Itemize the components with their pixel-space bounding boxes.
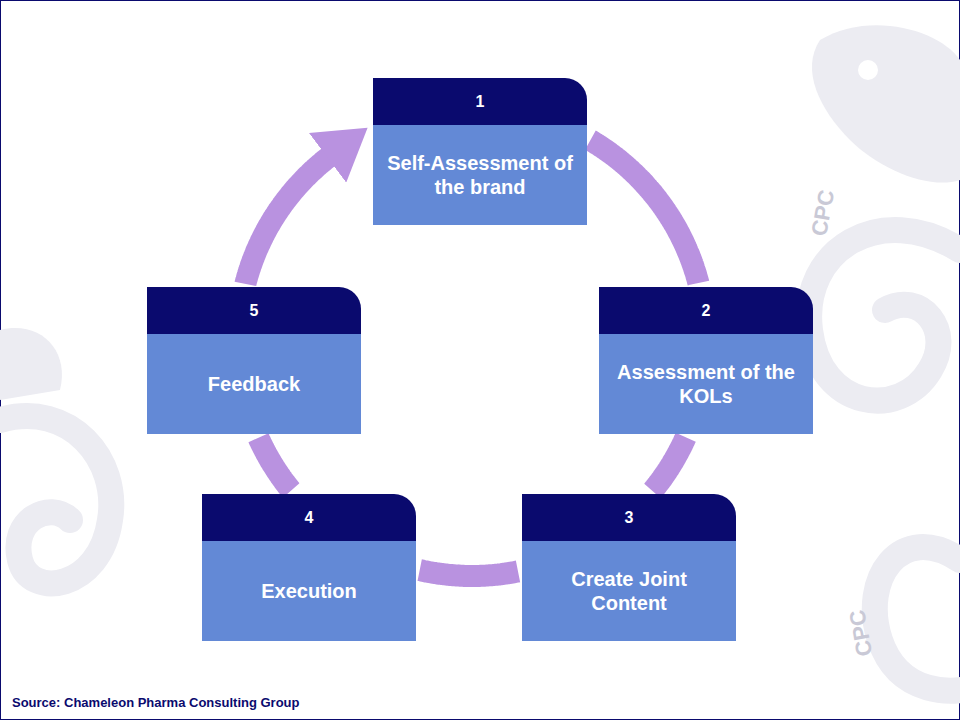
step-box: 1Self-Assessment of the brand (373, 78, 587, 225)
step-title: Assessment of the KOLs (611, 360, 801, 408)
step-box: 5Feedback (147, 287, 361, 434)
step-body: Self-Assessment of the brand (373, 125, 587, 225)
step-box: 2Assessment of the KOLs (599, 287, 813, 434)
step-body: Execution (202, 541, 416, 641)
chameleon-tail (0, 416, 111, 583)
step-header: 2 (599, 287, 813, 334)
step-title: Self-Assessment of the brand (385, 151, 575, 199)
step-body: Create Joint Content (522, 541, 736, 641)
chameleon-tail (809, 230, 960, 401)
step-number: 2 (702, 302, 711, 320)
step-number: 5 (250, 302, 259, 320)
step-title: Execution (261, 579, 357, 603)
step-body: Assessment of the KOLs (599, 334, 813, 434)
step-box: 3Create Joint Content (522, 494, 736, 641)
step-title: Feedback (208, 372, 300, 396)
step-number: 3 (625, 509, 634, 527)
step-number: 1 (476, 93, 485, 111)
step-header: 5 (147, 287, 361, 334)
chameleon-tail (875, 547, 960, 691)
chameleon-eye (858, 60, 878, 80)
watermark: CPC (806, 188, 840, 238)
source-note: Source: Chameleon Pharma Consulting Grou… (12, 695, 299, 710)
step-header: 3 (522, 494, 736, 541)
step-header: 1 (373, 78, 587, 125)
cycle-arrow (420, 570, 518, 576)
step-number: 4 (305, 509, 314, 527)
cycle-arrow (590, 140, 698, 283)
chameleon-head (0, 328, 62, 400)
cycle-arrow (259, 438, 292, 491)
cycle-arrow (245, 155, 330, 283)
chameleon-head (812, 25, 960, 182)
step-body: Feedback (147, 334, 361, 434)
step-header: 4 (202, 494, 416, 541)
step-title: Create Joint Content (534, 567, 724, 615)
cycle-arrow (653, 437, 686, 491)
step-box: 4Execution (202, 494, 416, 641)
